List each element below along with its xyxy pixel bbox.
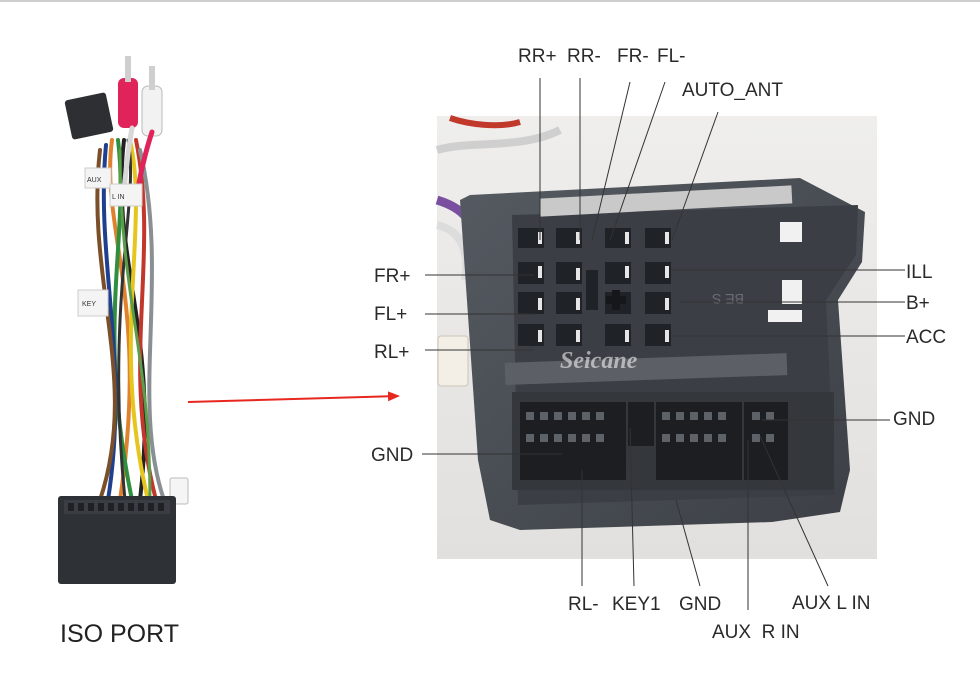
label-fr-minus: FR- bbox=[617, 46, 649, 67]
red-arrow bbox=[187, 391, 400, 403]
molded-text: BE S bbox=[712, 291, 744, 307]
label-aux-r-in: AUX R IN bbox=[712, 622, 800, 643]
label-gnd-bottom: GND bbox=[679, 594, 721, 615]
label-acc: ACC bbox=[906, 327, 946, 348]
harness-illustration: AUX L IN KEY ISO PORT bbox=[58, 56, 189, 648]
label-b-plus: B+ bbox=[906, 293, 930, 314]
label-rr-minus: RR- bbox=[567, 46, 601, 67]
iso-connector-block bbox=[58, 496, 176, 584]
label-ill: ILL bbox=[906, 262, 932, 283]
label-auto-ant: AUTO_ANT bbox=[682, 80, 783, 101]
label-rl-minus: RL- bbox=[568, 594, 599, 615]
svg-text:AUX: AUX bbox=[87, 177, 102, 184]
label-aux-l-in: AUX L IN bbox=[792, 593, 871, 614]
leader-lines bbox=[422, 78, 905, 610]
label-gnd-right: GND bbox=[893, 409, 935, 430]
label-strip bbox=[539, 185, 793, 217]
label-fl-plus: FL+ bbox=[374, 304, 407, 325]
wire-tag-aux bbox=[84, 167, 112, 189]
upper-pin-grid bbox=[518, 228, 671, 346]
connector-photo: BE S Seicane bbox=[435, 115, 877, 559]
plus-cutout bbox=[606, 290, 626, 310]
small-connector bbox=[64, 92, 114, 140]
label-key1: KEY1 bbox=[612, 594, 661, 615]
harness-caption: ISO PORT bbox=[60, 620, 179, 648]
svg-text:L IN: L IN bbox=[112, 194, 125, 201]
label-fr-plus: FR+ bbox=[374, 266, 410, 287]
label-rl-plus: RL+ bbox=[374, 342, 409, 363]
rca-plug-red bbox=[118, 78, 138, 128]
wire-tag-lin bbox=[109, 183, 143, 207]
rca-plug-white bbox=[141, 85, 163, 137]
label-fl-minus: FL- bbox=[657, 46, 686, 67]
watermark: Seicane bbox=[560, 348, 638, 374]
label-gnd-left: GND bbox=[371, 445, 413, 466]
svg-text:KEY: KEY bbox=[82, 301, 96, 308]
pin-labels: RR+ RR- FR- FL- AUTO_ANT FR+ FL+ RL+ GND… bbox=[371, 46, 946, 643]
wire-tag-key bbox=[77, 289, 109, 317]
latch-bar bbox=[504, 353, 788, 385]
label-rr-plus: RR+ bbox=[518, 46, 557, 67]
